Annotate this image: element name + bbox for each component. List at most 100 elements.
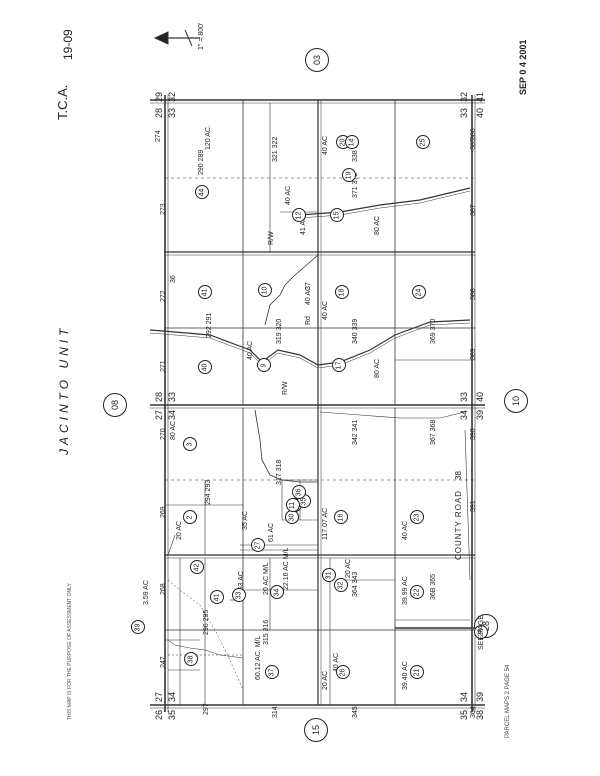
parcel-number-bubble[interactable]: 10 bbox=[258, 283, 272, 297]
parcel-number-bubble[interactable]: 3 bbox=[183, 437, 197, 451]
parcel-label: 40 AC bbox=[322, 135, 329, 155]
parcel-label: 120 AC. bbox=[205, 125, 212, 150]
parcel-number-bubble[interactable]: 22 bbox=[410, 585, 424, 599]
parcel-number-bubble[interactable]: 33 bbox=[232, 588, 246, 602]
corner-number: 28 bbox=[154, 107, 164, 118]
parcel-number-bubble[interactable]: 16 bbox=[334, 510, 348, 524]
parcel-label: 272 bbox=[160, 290, 167, 302]
parcel-number: 33 bbox=[235, 591, 243, 599]
neighbor-page-03[interactable]: 03 bbox=[305, 48, 329, 72]
parcel-number-bubble[interactable]: 17 bbox=[332, 358, 346, 372]
parcel-label: 387 bbox=[470, 204, 477, 216]
parcel-label: 317 318 bbox=[276, 459, 283, 485]
parcel-label: 345 bbox=[352, 706, 359, 718]
parcel-number: 42 bbox=[193, 563, 201, 571]
parcel-label: 80 AC bbox=[374, 358, 381, 378]
parcel-number: 21 bbox=[413, 668, 421, 676]
corner-number: 34 bbox=[167, 409, 177, 420]
corner-number: 35 bbox=[167, 709, 177, 720]
parcel-number-bubble[interactable]: 2 bbox=[183, 510, 197, 524]
corner-number: 40 bbox=[475, 107, 485, 118]
parcel-number-bubble[interactable]: 30 bbox=[285, 510, 299, 524]
parcel-number-bubble[interactable]: 37 bbox=[265, 665, 279, 679]
corner-number: 41 bbox=[475, 91, 485, 102]
parcel-number-bubble[interactable]: 15 bbox=[330, 208, 344, 222]
parcel-number-bubble[interactable]: 40 bbox=[198, 360, 212, 374]
parcel-number-bubble[interactable]: 9 bbox=[257, 358, 271, 372]
neighbor-page-15[interactable]: 15 bbox=[304, 718, 328, 742]
parcel-label: 61 AC bbox=[268, 522, 275, 542]
parcel-number-bubble[interactable]: 14 bbox=[345, 135, 359, 149]
parcel-label: 80 AC bbox=[170, 420, 177, 440]
parcel-number-bubble[interactable]: 19 bbox=[342, 168, 356, 182]
parcel-number: 19 bbox=[345, 171, 353, 179]
parcel-number-bubble[interactable]: 39 bbox=[131, 620, 145, 634]
parcel-label: 314 bbox=[272, 706, 279, 718]
neighbor-page-10[interactable]: 10 bbox=[504, 389, 528, 413]
parcel-number-bubble[interactable]: 24 bbox=[412, 285, 426, 299]
parcel-number: 31 bbox=[325, 571, 333, 579]
parcel-number-bubble[interactable]: 12 bbox=[292, 208, 306, 222]
parcel-label: 36B 365 bbox=[430, 573, 437, 600]
parcel-label: 364 bbox=[470, 706, 477, 718]
parcel-number-bubble[interactable]: 36 bbox=[292, 485, 306, 499]
corner-number: 32 bbox=[459, 91, 469, 102]
parcel-label: 292 291 bbox=[206, 312, 213, 338]
parcel-label: 80 AC bbox=[374, 215, 381, 235]
parcel-number: 12 bbox=[295, 211, 303, 219]
parcel-number-bubble[interactable]: 11 bbox=[286, 498, 300, 512]
parcel-number: 24 bbox=[415, 288, 423, 296]
see-page-label: SEE PAGE bbox=[478, 615, 485, 650]
parcel-number-bubble[interactable]: 28 bbox=[474, 625, 488, 639]
corner-number: 27 bbox=[154, 409, 164, 420]
parcel-number: 3 bbox=[186, 442, 194, 446]
parcel-number: 44 bbox=[198, 188, 206, 196]
parcel-label: 20 AC M/L bbox=[263, 562, 270, 595]
parcel-number-bubble[interactable]: 38 bbox=[184, 652, 198, 666]
parcel-label: 22.16 AC M/L bbox=[283, 547, 290, 590]
parcel-number-bubble[interactable]: 44 bbox=[195, 185, 209, 199]
parcel-number-bubble[interactable]: 41 bbox=[198, 285, 212, 299]
parcel-label: 3.59 AC bbox=[143, 580, 150, 605]
parcel-label: 273 bbox=[160, 203, 167, 215]
parcel-label: 321 322 bbox=[272, 136, 279, 162]
parcel-number-bubble[interactable]: 27 bbox=[251, 538, 265, 552]
parcel-number-bubble[interactable]: 18 bbox=[335, 285, 349, 299]
parcel-label: 37 bbox=[305, 282, 312, 290]
parcel-number: 39 bbox=[134, 623, 142, 631]
corner-number: 34 bbox=[459, 691, 469, 702]
parcel-label: 60.12 AC. M/L bbox=[255, 635, 262, 680]
parcel-number-bubble[interactable]: 41 bbox=[210, 590, 224, 604]
parcel-label: 269 bbox=[160, 506, 167, 518]
parcel-number: 2 bbox=[186, 515, 194, 519]
parcel-number-bubble[interactable]: 31 bbox=[322, 568, 336, 582]
corner-number: 26 bbox=[154, 709, 164, 720]
parcel-label: 340 339 bbox=[352, 318, 359, 344]
date-stamp: SEP 0 4 2001 bbox=[518, 39, 528, 95]
parcel-number: 14 bbox=[348, 138, 356, 146]
north-arrow bbox=[153, 29, 200, 47]
parcel-number: 27 bbox=[254, 541, 262, 549]
parcel-label: 389 bbox=[470, 348, 477, 360]
parcel-number: 37 bbox=[268, 668, 276, 676]
parcel-number-bubble[interactable]: 26 bbox=[336, 665, 350, 679]
parcel-label: 20 AC bbox=[176, 520, 183, 540]
scale-label: 1" = 800' bbox=[198, 22, 205, 50]
corner-number: 39 bbox=[475, 409, 485, 420]
parcel-number-bubble[interactable]: 32 bbox=[334, 578, 348, 592]
parcel-label: 39.40 AC bbox=[402, 661, 409, 690]
corner-number: 38 bbox=[475, 709, 485, 720]
parcel-label: 36 bbox=[170, 275, 177, 283]
parcel-number-bubble[interactable]: 42 bbox=[190, 560, 204, 574]
parcel-number-bubble[interactable]: 21 bbox=[410, 665, 424, 679]
parcel-label: 296 295 bbox=[203, 609, 210, 635]
parcel-number-bubble[interactable]: 23 bbox=[410, 510, 424, 524]
neighbor-page-08[interactable]: 08 bbox=[103, 393, 127, 417]
parcel-number: 34 bbox=[273, 588, 281, 596]
county-road-label: COUNTY ROAD bbox=[454, 490, 463, 560]
parcel-number-bubble[interactable]: 25 bbox=[416, 135, 430, 149]
tca-label: T.C.A. bbox=[55, 84, 70, 120]
parcel-number-bubble[interactable]: 34 bbox=[270, 585, 284, 599]
rw-label-2: R/W bbox=[282, 381, 289, 395]
